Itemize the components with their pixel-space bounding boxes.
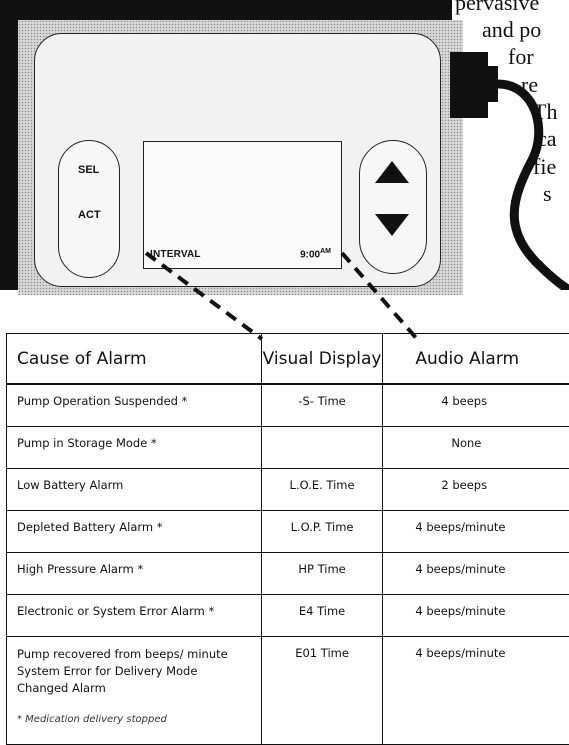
audio-cell: 4 beeps xyxy=(383,384,569,427)
table-row: Pump in Storage Mode * None xyxy=(7,427,569,469)
visual-cell: HP Time xyxy=(261,553,383,595)
table-header-row: Cause of Alarm Visual Display Audio Alar… xyxy=(7,334,569,385)
alarm-table: Cause of Alarm Visual Display Audio Alar… xyxy=(6,333,569,745)
table-row: Electronic or System Error Alarm * E4 Ti… xyxy=(7,595,569,637)
callout-lines xyxy=(0,0,569,345)
footnote: * Medication delivery stopped xyxy=(17,711,261,728)
audio-cell: 4 beeps/minute xyxy=(383,637,569,745)
cause-cell: Depleted Battery Alarm * xyxy=(7,511,262,553)
visual-cell: E01 Time xyxy=(261,637,383,745)
audio-cell: 4 beeps/minute xyxy=(383,511,569,553)
table-row: High Pressure Alarm * HP Time 4 beeps/mi… xyxy=(7,553,569,595)
header-audio: Audio Alarm xyxy=(383,334,569,385)
cause-cell: Pump in Storage Mode * xyxy=(7,427,262,469)
table-row: Depleted Battery Alarm * L.O.P. Time 4 b… xyxy=(7,511,569,553)
audio-cell: None xyxy=(383,427,569,469)
cause-text: Pump recovered from beeps/ minute System… xyxy=(17,646,242,697)
table-row: Pump recovered from beeps/ minute System… xyxy=(7,637,569,745)
visual-cell: E4 Time xyxy=(261,595,383,637)
table-row: Low Battery Alarm L.O.E. Time 2 beeps xyxy=(7,469,569,511)
audio-cell: 4 beeps/minute xyxy=(383,595,569,637)
cause-cell-multiline: Pump recovered from beeps/ minute System… xyxy=(7,637,262,745)
visual-cell: L.O.E. Time xyxy=(261,469,383,511)
header-visual: Visual Display xyxy=(261,334,383,385)
cause-cell: Pump Operation Suspended * xyxy=(7,384,262,427)
audio-cell: 2 beeps xyxy=(383,469,569,511)
cause-cell: Electronic or System Error Alarm * xyxy=(7,595,262,637)
visual-cell xyxy=(261,427,383,469)
table-row: Pump Operation Suspended * -S- Time 4 be… xyxy=(7,384,569,427)
visual-cell: -S- Time xyxy=(261,384,383,427)
audio-cell: 4 beeps/minute xyxy=(383,553,569,595)
header-cause: Cause of Alarm xyxy=(7,334,262,385)
visual-cell: L.O.P. Time xyxy=(261,511,383,553)
cause-cell: High Pressure Alarm * xyxy=(7,553,262,595)
cause-cell: Low Battery Alarm xyxy=(7,469,262,511)
